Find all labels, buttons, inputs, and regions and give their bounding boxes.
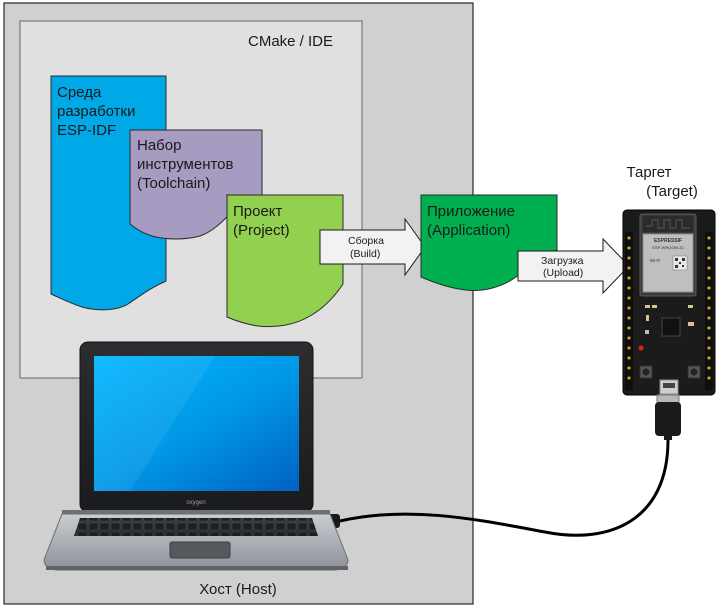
project-line2: (Project) bbox=[233, 222, 290, 239]
esp-idf-line2: разработки bbox=[57, 103, 136, 120]
build-arrow-line1: Сборка bbox=[348, 235, 384, 247]
laptop-brand: oxygen bbox=[186, 500, 205, 506]
toolchain-line2: инструментов bbox=[137, 156, 234, 173]
toolchain-line3: (Toolchain) bbox=[137, 175, 210, 192]
usb-plug-target bbox=[655, 402, 681, 436]
esp32-board: ESPRESSIF ESP-WROOM-32 Wi-Fi bbox=[622, 209, 716, 396]
left-pin-header bbox=[625, 232, 633, 390]
board-brand: ESPRESSIF bbox=[654, 238, 682, 244]
esp-idf-line3: ESP-IDF bbox=[57, 122, 116, 139]
laptop-touchpad bbox=[169, 541, 231, 559]
host-label: Хост (Host) bbox=[199, 581, 277, 598]
antenna-trace bbox=[646, 219, 690, 229]
antenna-area bbox=[643, 216, 693, 232]
usb-cable bbox=[339, 439, 670, 537]
project-shape bbox=[226, 194, 344, 328]
module-shield bbox=[642, 233, 694, 293]
esp-idf-line1: Среда bbox=[57, 84, 102, 101]
board-module: ESP-WROOM-32 bbox=[652, 245, 684, 250]
toolchain-line1: Набор bbox=[137, 137, 181, 154]
laptop-screen bbox=[94, 356, 299, 491]
ide-label: CMake / IDE bbox=[248, 33, 333, 50]
laptop-hinge bbox=[62, 510, 330, 516]
upload-arrow-line2: (Upload) bbox=[543, 267, 583, 279]
target-line2: (Target) bbox=[646, 183, 698, 200]
application-line1: Приложение bbox=[427, 203, 515, 220]
led-red bbox=[638, 345, 644, 351]
laptop: oxygen bbox=[43, 341, 349, 571]
upload-arrow bbox=[517, 237, 630, 295]
target-line1: Таргет bbox=[626, 164, 671, 181]
project-line1: Проект bbox=[233, 203, 283, 220]
chip bbox=[661, 317, 681, 337]
build-arrow-line2: (Build) bbox=[350, 248, 380, 260]
screen-glare bbox=[94, 356, 215, 491]
right-pin-header bbox=[705, 232, 713, 390]
build-arrow bbox=[319, 217, 426, 277]
board-wifi: Wi-Fi bbox=[650, 258, 661, 263]
usb-connector-target bbox=[656, 394, 680, 404]
upload-arrow-line1: Загрузка bbox=[541, 255, 584, 267]
application-line2: (Application) bbox=[427, 222, 510, 239]
